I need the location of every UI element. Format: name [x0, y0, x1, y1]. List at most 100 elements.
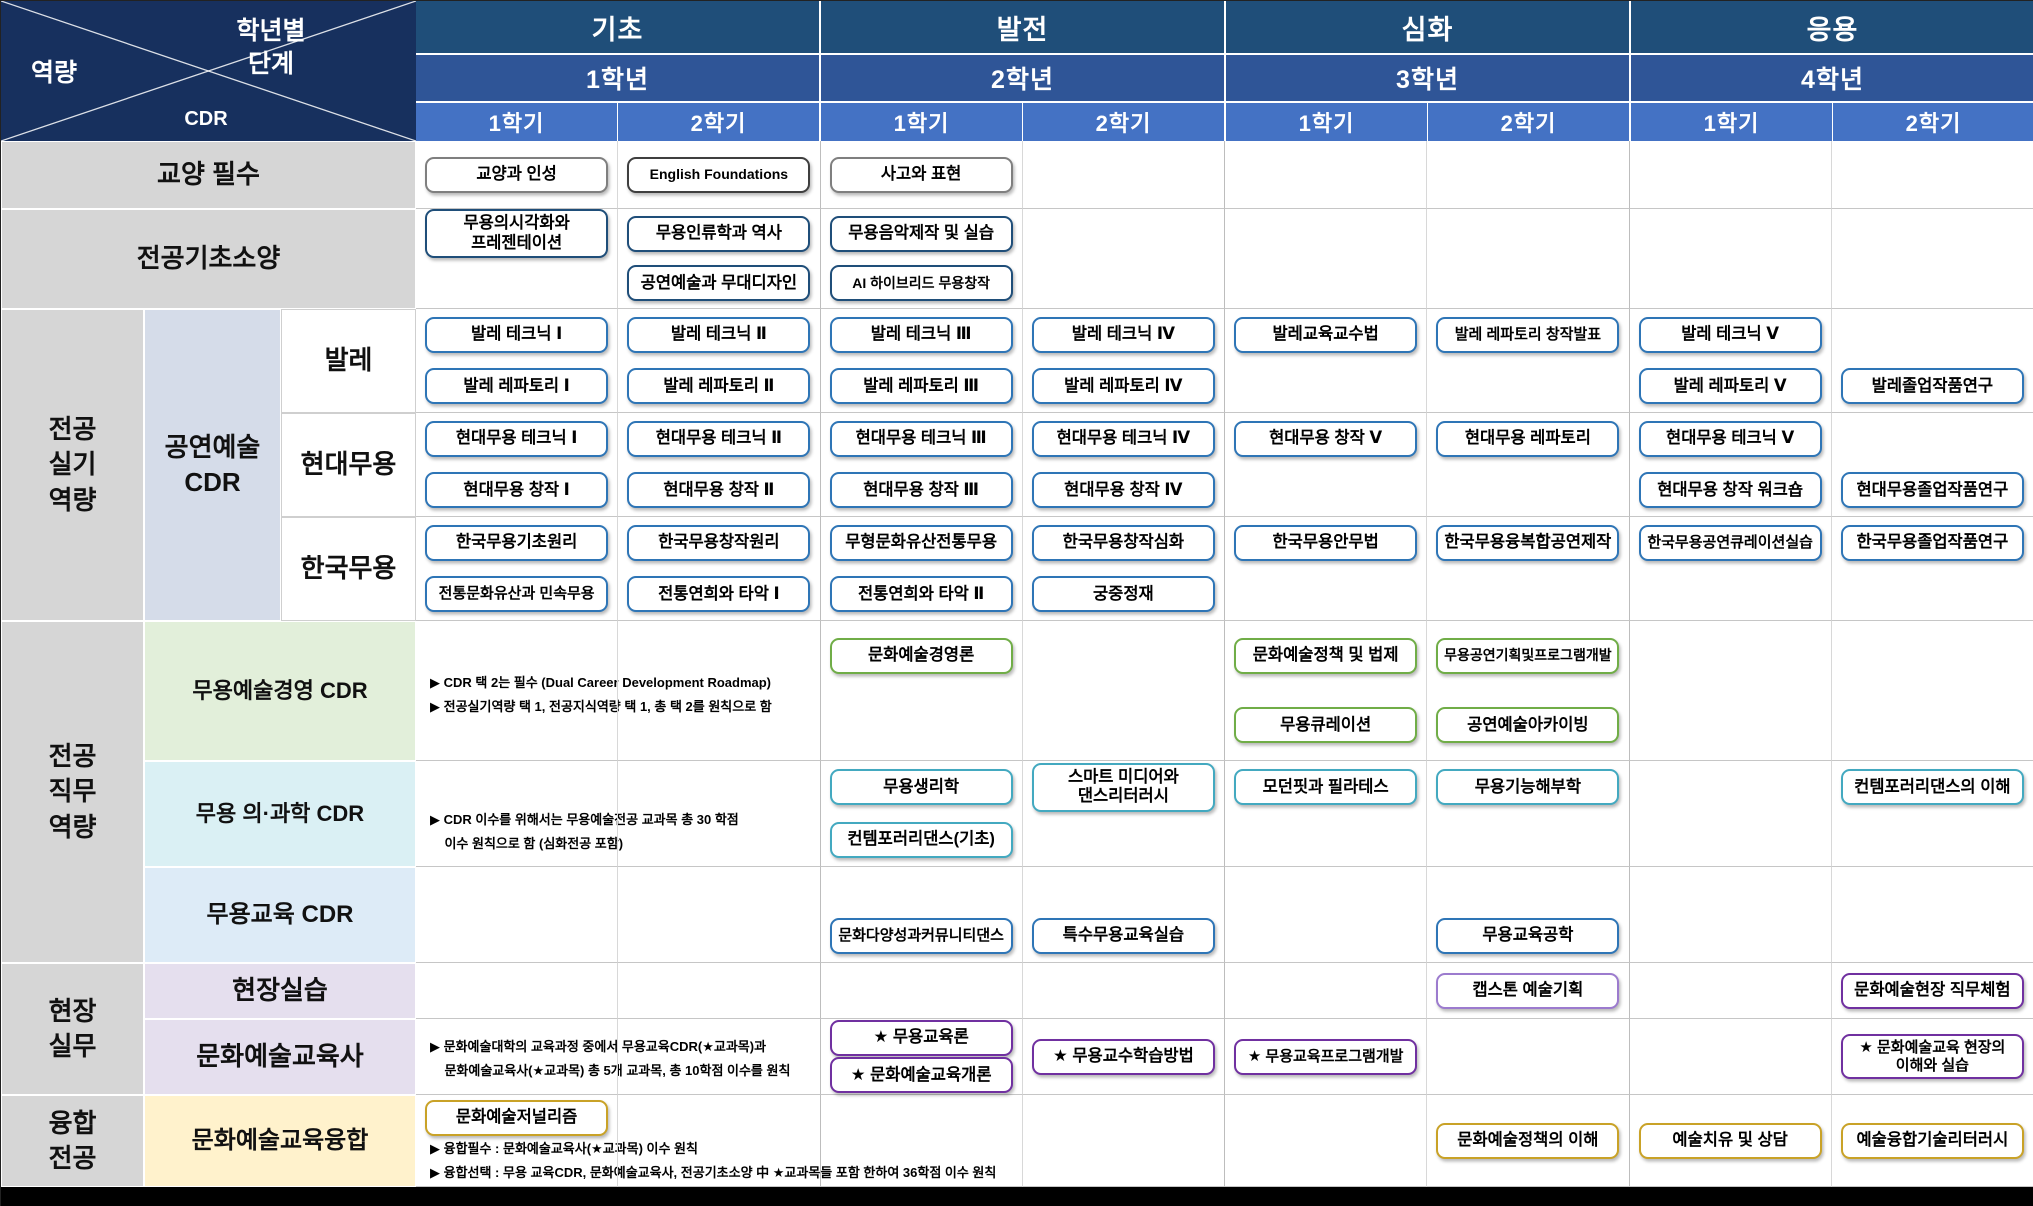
grid-cell-field-practice-s1 — [618, 963, 821, 1019]
grid-cell-major-foundation-s3 — [1022, 209, 1225, 309]
grid-cell-convergence-s3 — [1022, 1095, 1225, 1187]
course-box: 무용교육공학 — [1436, 918, 1620, 954]
grid-cell-field-practice-s7: 문화예술현장 직무체험 — [1831, 963, 2033, 1019]
grid-cell-korean-dance-s4: 한국무용안무법 — [1225, 517, 1428, 621]
course-box: 현대무용 레파토리 — [1436, 420, 1620, 457]
row-label-modern-dance: 현대무용 — [281, 413, 416, 517]
corner-competency-label: 역량 — [31, 59, 78, 87]
course-box: 문화예술경영론 — [829, 637, 1013, 674]
grid-cell-major-foundation-s6 — [1629, 209, 1832, 309]
course-box: ★ 문화예술교육개론 — [829, 1057, 1013, 1094]
course-box: 발레 레파토리 Ⅲ — [829, 368, 1013, 405]
row-label-arts-educator: 문화예술교육사 — [144, 1019, 416, 1095]
course-box: 발레 테크닉 Ⅱ — [627, 316, 811, 353]
course-box: 모던핏과 필라테스 — [1234, 769, 1418, 806]
grid-cell-dance-education-cdr-s3: 특수무용교육실습 — [1022, 867, 1225, 963]
phase-header-cell: 심화 — [1224, 1, 1629, 53]
row-label-dance-science-cdr: 무용 의·과학 CDR — [144, 761, 416, 867]
sem-header-cell: 1학기 — [1629, 101, 1832, 141]
sem-header-cell: 2학기 — [1427, 101, 1629, 141]
course-box: ★ 무용교육론 — [829, 1019, 1013, 1056]
row-label-korean-dance: 한국무용 — [281, 517, 416, 621]
course-box: 문화다양성과커뮤니티댄스 — [829, 918, 1013, 954]
course-box: 무용의시각화와 프레젠테이션 — [425, 209, 609, 259]
grid-cell-field-practice-s6 — [1629, 963, 1832, 1019]
course-box: 문화예술저널리즘 — [425, 1099, 609, 1136]
note-dance-science-cdr: ▶ CDR 이수를 위해서는 무용예술전공 교과목 총 30 학점 이수 원칙으… — [430, 812, 739, 852]
grid-cell-convergence-s6: 예술치유 및 상담 — [1629, 1095, 1832, 1187]
grid-cell-korean-dance-s5: 한국무용융복합공연제작 — [1427, 517, 1630, 621]
course-box: 현대무용졸업작품연구 — [1840, 472, 2024, 509]
course-box: ★ 문화예술교육 현장의 이해와 실습 — [1840, 1033, 2024, 1080]
course-box: 한국무용창작심화 — [1031, 524, 1215, 561]
row-label-major-practice: 전공 실기 역량 — [1, 309, 144, 621]
sem-header-cell: 2학기 — [1832, 101, 2033, 141]
course-box: 발레 레파토리 Ⅰ — [425, 368, 609, 405]
course-box: 한국무용공연큐레이션실습 — [1638, 524, 1822, 561]
course-box: 캡스톤 예술기획 — [1436, 972, 1620, 1009]
course-box: 발레 테크닉 Ⅰ — [425, 316, 609, 353]
row-label-performing-arts-cdr: 공연예술 CDR — [144, 309, 281, 621]
grid-cell-field-practice-s4 — [1225, 963, 1428, 1019]
header-corner: 학년별 단계 역량 CDR — [1, 1, 416, 141]
grid-cell-dance-science-cdr-s5: 무용기능해부학 — [1427, 761, 1630, 867]
grid-cell-dance-education-cdr-s7 — [1831, 867, 2033, 963]
course-box: 발레 레파토리 Ⅳ — [1031, 368, 1215, 405]
grid-cell-convergence-s2 — [820, 1095, 1023, 1187]
course-box: 교양과 인성 — [425, 156, 609, 193]
grid-cell-liberal-arts-s6 — [1629, 141, 1832, 209]
phase-header-cell: 응용 — [1629, 1, 2033, 53]
grid-cell-korean-dance-s6: 한국무용공연큐레이션실습 — [1629, 517, 1832, 621]
row-label-major-foundation: 전공기초소양 — [1, 209, 416, 309]
grid-cell-arts-management-cdr-s6 — [1629, 621, 1832, 761]
grid-cell-arts-management-cdr-s2: 문화예술경영론 — [820, 621, 1023, 761]
course-box: 무용기능해부학 — [1436, 769, 1620, 806]
grid-cell-arts-management-cdr-s7 — [1831, 621, 2033, 761]
row-label-liberal-arts: 교양 필수 — [1, 141, 416, 209]
grid-cell-arts-educator-s0 — [416, 1019, 619, 1095]
grid-cell-liberal-arts-s7 — [1831, 141, 2033, 209]
course-box: 전통문화유산과 민속무용 — [425, 576, 609, 613]
course-box: 현대무용 창작 Ⅰ — [425, 472, 609, 509]
grid-cell-dance-education-cdr-s6 — [1629, 867, 1832, 963]
note-arts-educator: ▶ 문화예술대학의 교육과정 중에서 무용교육CDR(★교과목)과 문화예술교육… — [430, 1039, 791, 1079]
grid-cell-dance-education-cdr-s5: 무용교육공학 — [1427, 867, 1630, 963]
course-box: 발레 테크닉 Ⅲ — [829, 316, 1013, 353]
course-box: 현대무용 창작 Ⅴ — [1234, 420, 1418, 457]
course-box: 스마트 미디어와 댄스리터러시 — [1031, 762, 1215, 812]
course-box: 한국무용융복합공연제작 — [1436, 524, 1620, 561]
grid-cell-dance-science-cdr-s7: 컨템포러리댄스의 이해 — [1831, 761, 2033, 867]
corner-diagonal-lines — [1, 1, 416, 141]
grid-cell-field-practice-s2 — [820, 963, 1023, 1019]
grid-cell-field-practice-s3 — [1022, 963, 1225, 1019]
row-label-field-practice: 현장실습 — [144, 963, 416, 1019]
phase-header-cell: 발전 — [819, 1, 1224, 53]
course-box: 공연예술과 무대디자인 — [627, 265, 811, 302]
row-label-arts-management-cdr: 무용예술경영 CDR — [144, 621, 416, 761]
course-box: 한국무용창작원리 — [627, 524, 811, 561]
note-convergence: ▶ 융합필수 : 문화예술교육사(★교과목) 이수 원칙 ▶ 융합선택 : 무용… — [430, 1141, 997, 1181]
grid-cell-arts-educator-s4: ★ 무용교육프로그램개발 — [1225, 1019, 1428, 1095]
grid-cell-convergence-s4 — [1225, 1095, 1428, 1187]
grid-cell-arts-educator-s3: ★ 무용교수학습방법 — [1022, 1019, 1225, 1095]
grid-cell-major-foundation-s0: 무용의시각화와 프레젠테이션 — [416, 209, 619, 309]
course-box: 한국무용기초원리 — [425, 524, 609, 561]
grid-cell-korean-dance-s7: 한국무용졸업작품연구 — [1831, 517, 2033, 621]
course-box: 발레 레파토리 Ⅱ — [627, 368, 811, 405]
year-header-cell: 4학년 — [1629, 53, 2033, 101]
course-box: 무용공연기획및프로그램개발 — [1436, 637, 1620, 674]
sem-header-cell: 2학기 — [617, 101, 819, 141]
grid-cell-dance-science-cdr-s1 — [618, 761, 821, 867]
grid-cell-ballet-s4: 발레교육교수법 — [1225, 309, 1428, 413]
